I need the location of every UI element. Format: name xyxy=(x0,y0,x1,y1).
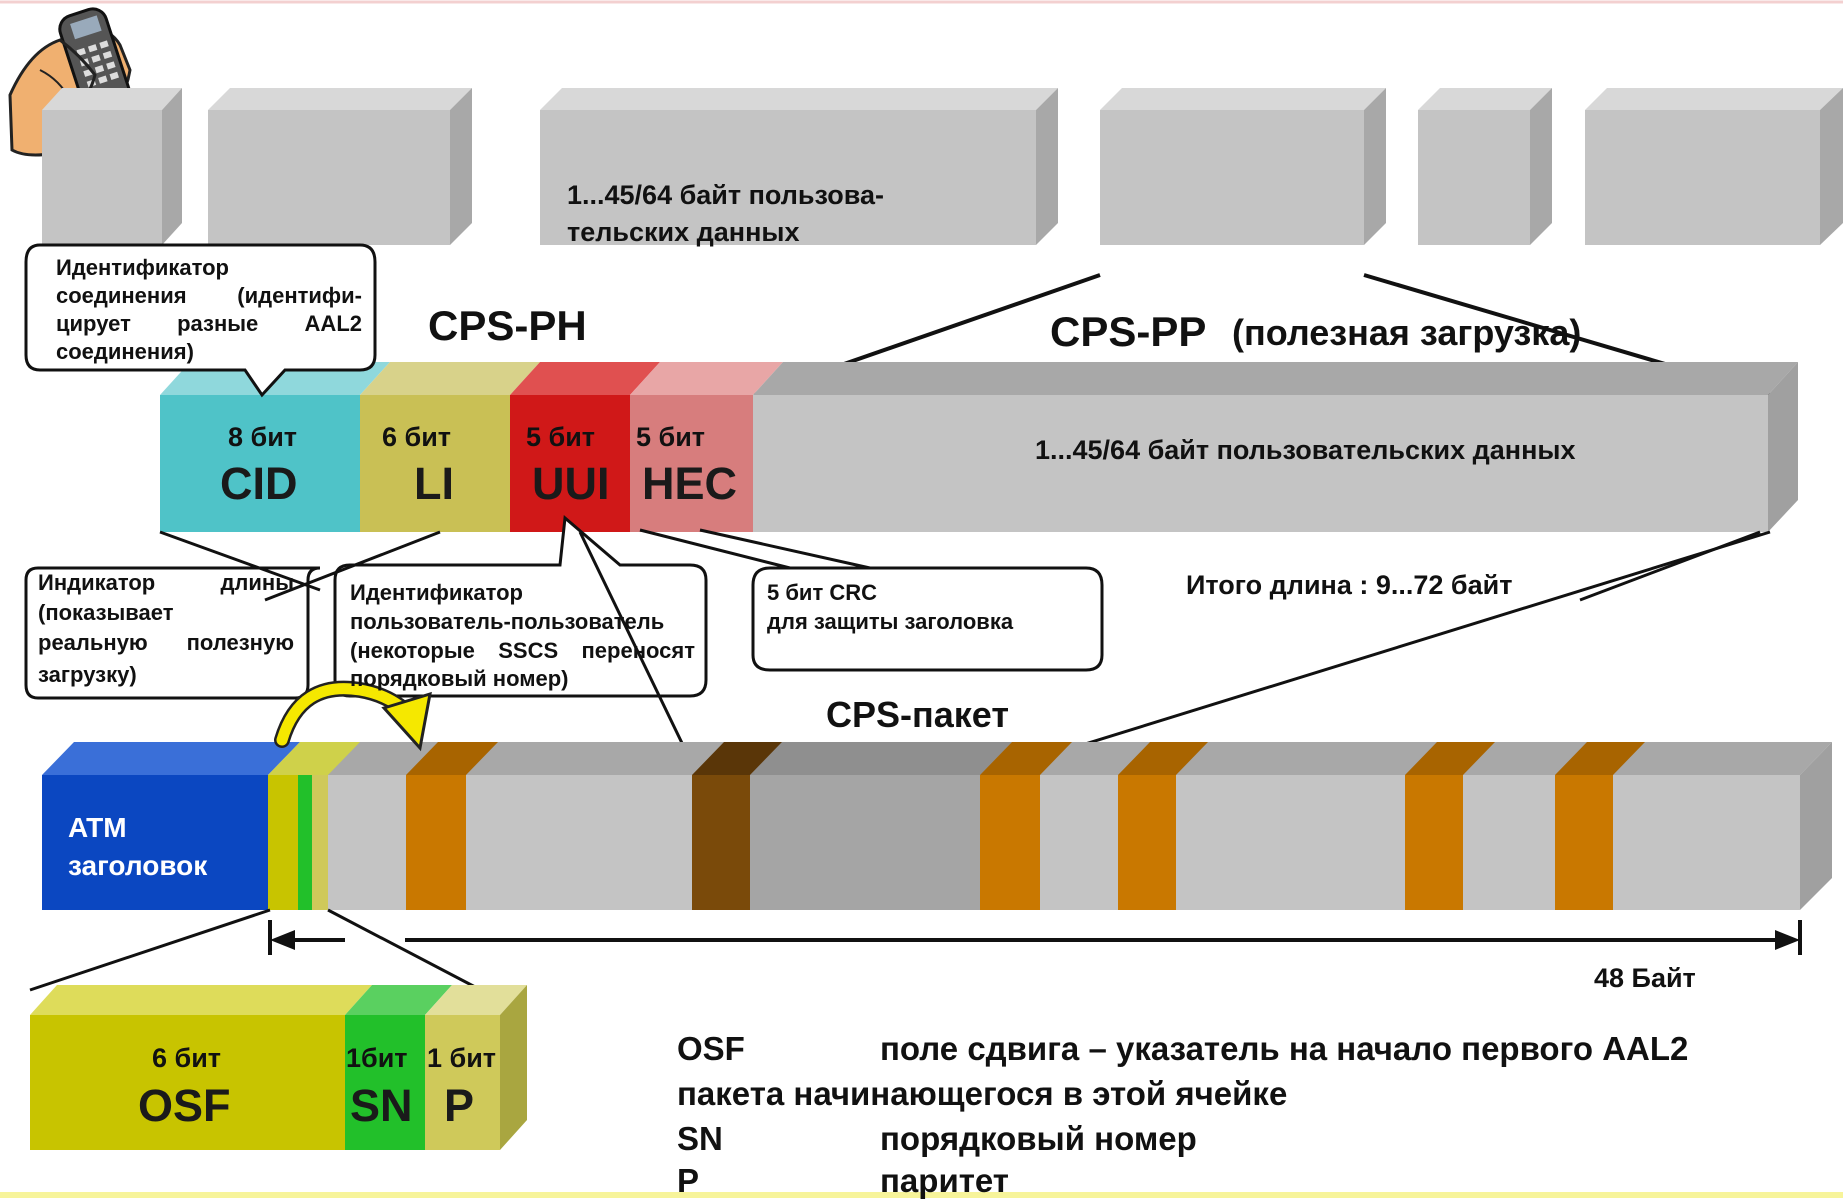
sn-field-name: SN xyxy=(350,1080,413,1131)
hec-callout-line1: 5 бит CRC xyxy=(767,580,878,605)
osf-bits-label: 6 бит xyxy=(152,1043,222,1073)
cps-ph-title: CPS-PH xyxy=(428,302,587,349)
uui-callout-line1: Идентификатор xyxy=(350,580,523,605)
uui-callout-line3: (некоторые SSCS переносят xyxy=(350,638,695,663)
legend-p-term: P xyxy=(677,1162,700,1199)
payload-label: 1...45/64 байт пользовательских данных xyxy=(1035,435,1576,465)
atm-header-line1: ATM xyxy=(68,812,127,843)
hec-field-name: HEC xyxy=(642,458,738,509)
cid-field-name: CID xyxy=(220,458,298,509)
legend-osf-desc-line1: поле сдвига – указатель на начало первог… xyxy=(880,1030,1689,1067)
legend-osf-term: OSF xyxy=(677,1030,745,1067)
uui-callout-bubble xyxy=(333,515,708,698)
cid-callout-line1b: соединения (идентифи- xyxy=(56,283,362,308)
atm-header-line2: заголовок xyxy=(68,850,208,881)
cell-length-dimension xyxy=(268,920,1802,955)
cps-pp-subtitle: (полезная загрузка) xyxy=(1232,312,1582,353)
li-callout-line4: загрузку) xyxy=(38,662,137,687)
li-field-name: LI xyxy=(414,458,454,509)
legend-sn-desc: порядковый номер xyxy=(880,1120,1197,1157)
top-payload-boxes xyxy=(42,88,1843,245)
li-callout-line1: Индикатор длины xyxy=(38,570,294,595)
cid-callout-line1: Идентификатор xyxy=(56,255,362,281)
p-field-name: P xyxy=(444,1080,475,1131)
cid-bits-label: 8 бит xyxy=(228,422,298,452)
osf-field-name: OSF xyxy=(138,1080,231,1131)
cps-pp-title: CPS-PP xyxy=(1050,308,1207,355)
p-bits-label: 1 бит xyxy=(427,1043,497,1073)
li-callout-bubble xyxy=(24,566,321,700)
cps-packet-bar xyxy=(160,362,1798,532)
sn-bits-label: 1бит xyxy=(346,1043,408,1073)
uui-bits-label: 5 бит xyxy=(526,422,596,452)
hec-callout-bubble xyxy=(751,566,1104,672)
start-field-block xyxy=(30,985,527,1150)
cell-size-label: 48 Байт xyxy=(1594,963,1696,993)
legend-osf-desc-line2: пакета начинающегося в этой ячейке xyxy=(677,1075,1288,1112)
hec-bits-label: 5 бит xyxy=(636,422,706,452)
cid-callout-line3: соединения) xyxy=(56,339,194,364)
li-callout-line3: реальную полезную xyxy=(38,630,294,655)
cps-packet-title: CPS-пакет xyxy=(826,694,1009,735)
top-payload-label-line1: 1...45/64 байт пользова- xyxy=(567,180,884,210)
uui-field-name: UUI xyxy=(532,458,610,509)
li-bits-label: 6 бит xyxy=(382,422,452,452)
legend-p-desc: паритет xyxy=(880,1162,1009,1199)
atm-cell-bar xyxy=(42,742,1832,910)
li-callout-line2: (показывает xyxy=(38,600,174,625)
cid-callout-line2: цирует разные AAL2 xyxy=(56,311,362,336)
cid-callout-word1: Идентификатор xyxy=(56,255,229,280)
hec-callout-line2: для защиты заголовка xyxy=(767,609,1014,634)
top-payload-label-line2: тельских данных xyxy=(567,217,800,247)
cid-callout-bubble xyxy=(24,243,377,398)
uui-callout-line4: порядковый номер) xyxy=(350,666,569,691)
legend-sn-term: SN xyxy=(677,1120,723,1157)
uui-callout-line2: пользователь-пользователь xyxy=(350,609,665,634)
total-length-label: Итого длина : 9...72 байт xyxy=(1186,570,1513,600)
